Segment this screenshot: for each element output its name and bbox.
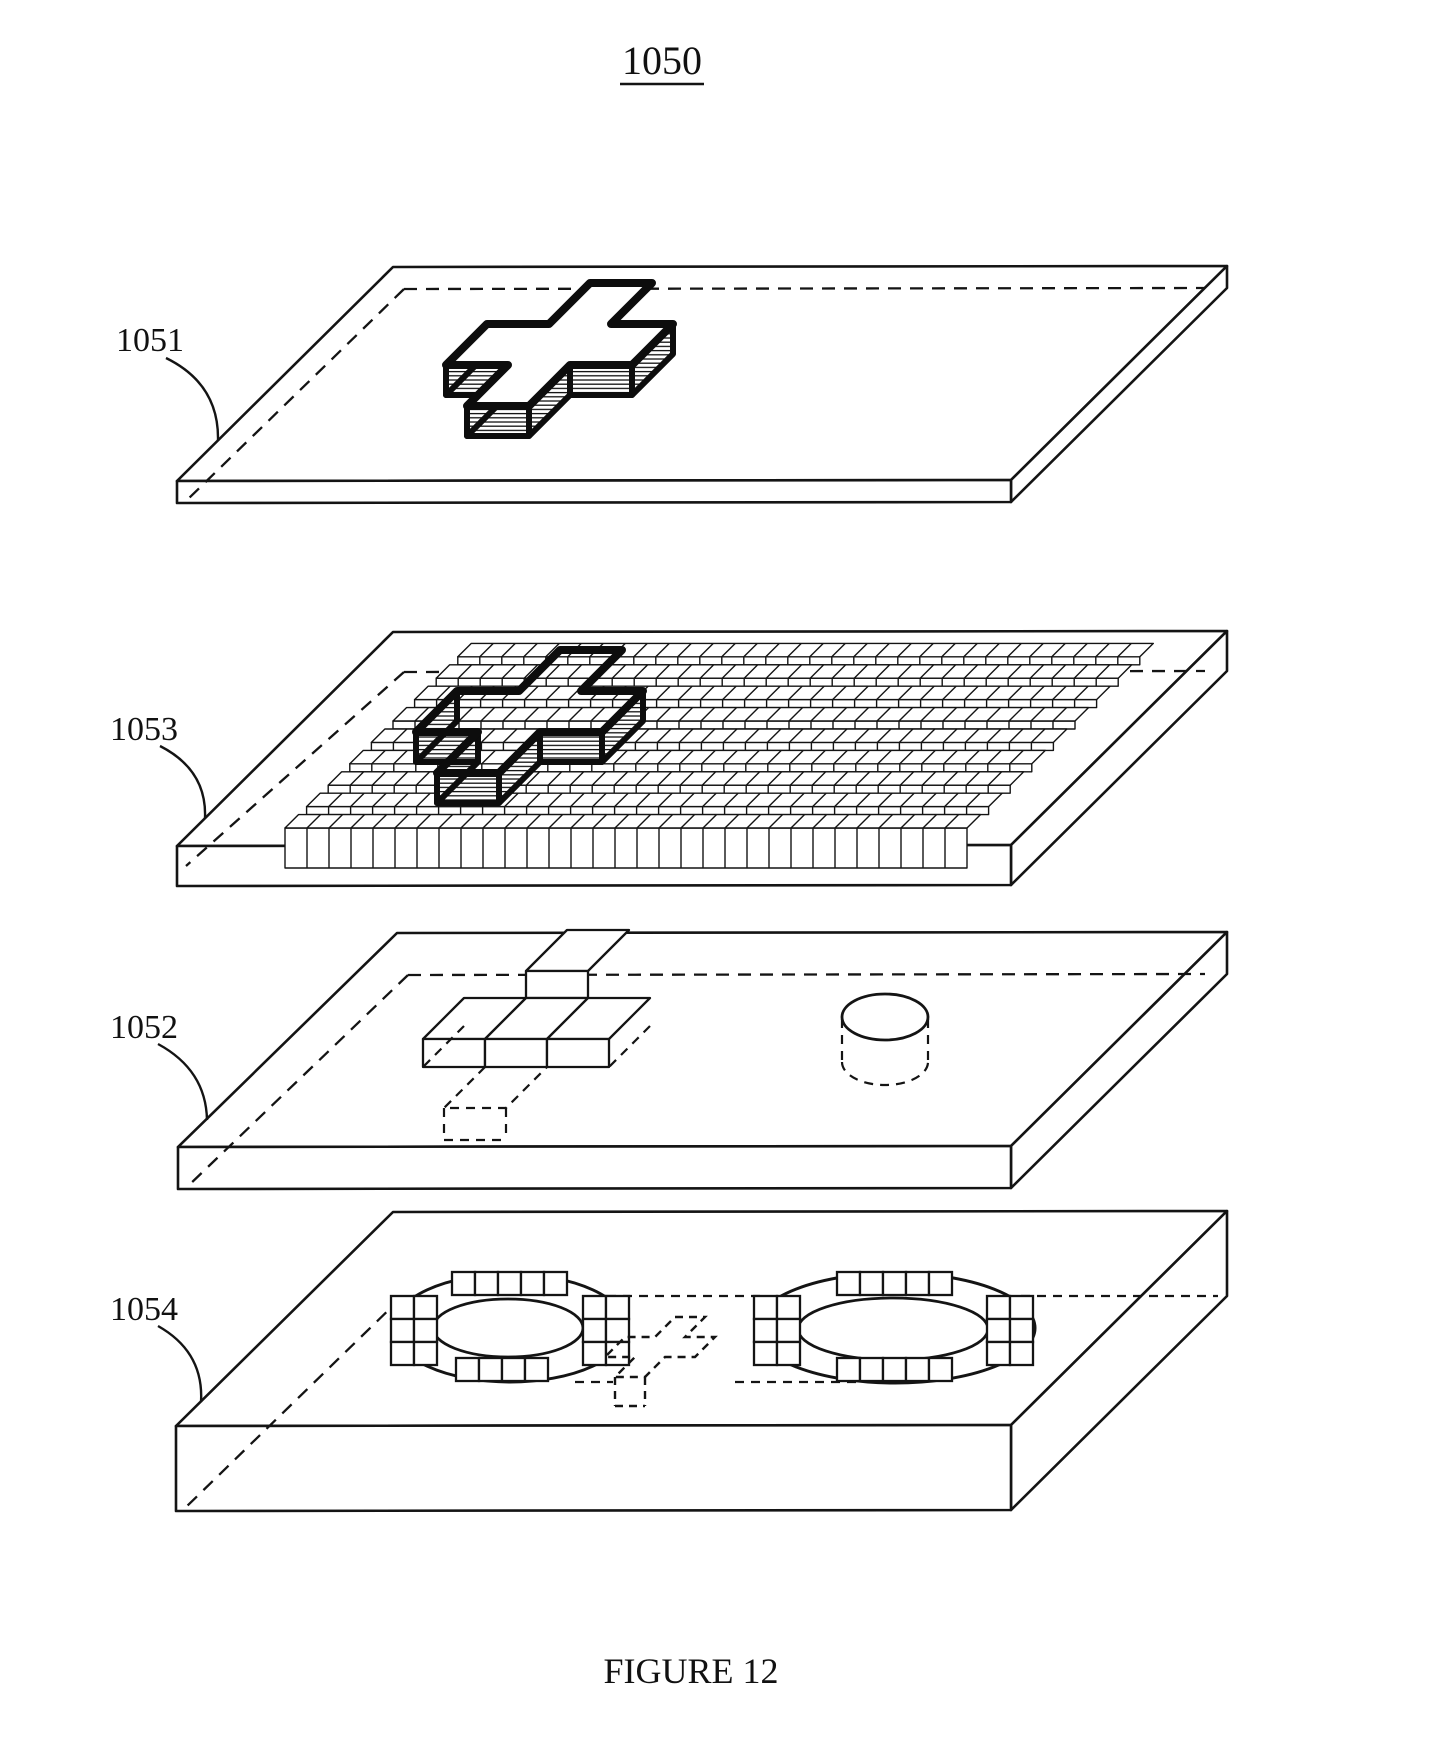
grid-cross-top-face (412, 646, 647, 777)
cylinder-hidden-sides (840, 1019, 930, 1062)
toroid-left-windings (389, 1270, 631, 1383)
plate-hidden-left-edge (185, 671, 405, 867)
layer-1054: 1054 (110, 1209, 1229, 1513)
cylinder-hidden-bottom (840, 1061, 930, 1087)
plate-top-face (175, 264, 1229, 483)
toroid-right-windings (752, 1270, 1035, 1383)
layer-1053: 1053 (110, 629, 1229, 888)
plate-hidden-left-edge (186, 974, 409, 1188)
layer-1051: 1051 (116, 264, 1229, 505)
figure-caption: FIGURE 12 (603, 1651, 778, 1691)
toroid-left-inner (431, 1297, 585, 1359)
toroid-right-inner (796, 1296, 990, 1362)
stepped-cross (421, 928, 652, 1142)
cylinder-boss (840, 992, 930, 1087)
plate-front-face (176, 1144, 1013, 1191)
plate-hidden-left-edge (183, 1296, 403, 1510)
leader-line-1054 (157, 1324, 203, 1403)
leader-line-1051 (165, 356, 220, 441)
plate-front-face (174, 1423, 1013, 1513)
toroid-right (752, 1270, 1037, 1385)
hidden-cross-outline (602, 1315, 718, 1408)
raised-cross-top-face (442, 279, 677, 410)
cylinder-top (840, 992, 930, 1042)
reference-label-1051: 1051 (116, 322, 184, 359)
reference-label-1052: 1052 (110, 1009, 178, 1046)
raised-cross (442, 279, 677, 439)
toroid-left (389, 1270, 631, 1384)
plate-hidden-left-edge (185, 288, 405, 502)
reference-label-1054: 1054 (110, 1291, 178, 1328)
grid-cross (412, 646, 647, 806)
reference-label-1053: 1053 (110, 711, 178, 748)
stepped-cross-hidden (422, 1025, 465, 1068)
plate-front-face (175, 478, 1013, 505)
leader-line-1052 (157, 1042, 209, 1121)
plate-hidden-back-edge (403, 286, 1206, 291)
leader-line-1053 (159, 744, 207, 819)
layer-1052: 1052 (110, 928, 1229, 1191)
assembly-number: 1050 (622, 38, 702, 83)
